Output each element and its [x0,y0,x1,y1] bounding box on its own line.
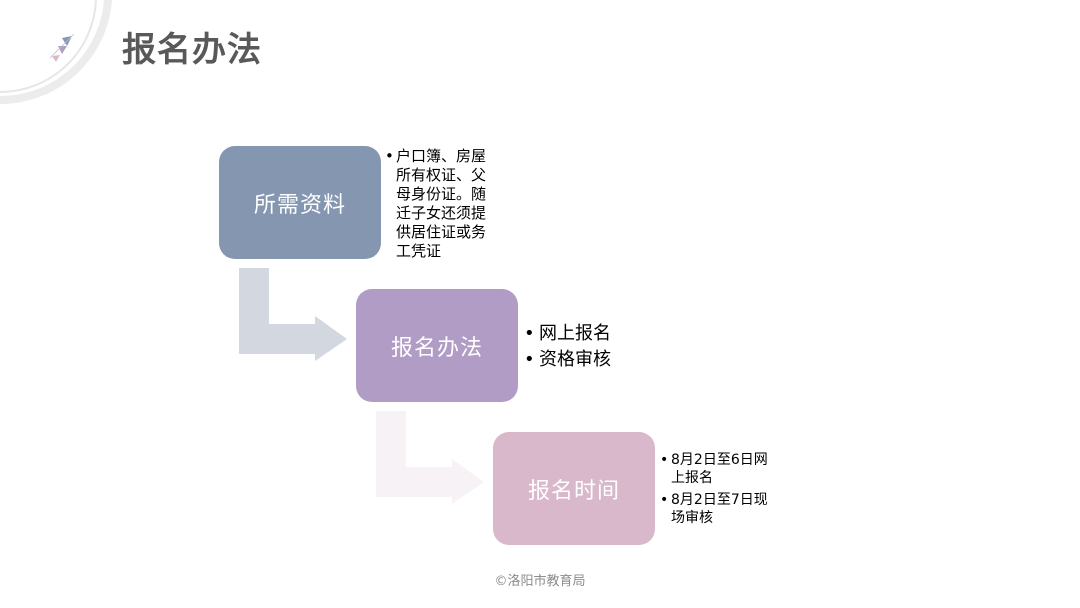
step-label: 报名办法 [390,335,483,361]
step-box-required-materials: 所需资料 [219,146,381,259]
bunting-flags-icon [49,33,75,62]
step-notes-registration-method: 网上报名 资格审核 [524,321,644,373]
note-item: 资格审核 [524,347,644,373]
step-notes-registration-time: 8月2日至6日网上报名 8月2日至7日现场审核 [660,451,770,531]
step-box-registration-method: 报名办法 [356,289,518,402]
step-notes-required-materials: 户口簿、房屋所有权证、父母身份证。随迁子女还须提供居住证或务工凭证 [385,147,495,261]
step-label: 报名时间 [527,478,620,504]
note-item: 8月2日至6日网上报名 [660,451,770,487]
step-label: 所需资料 [253,192,346,218]
corner-decoration [0,0,112,105]
footer-copyright: ©洛阳市教育局 [494,574,586,589]
note-item: 网上报名 [524,321,644,347]
note-item: 8月2日至7日现场审核 [660,491,770,527]
flow-arrow-2 [376,411,484,504]
note-item: 户口簿、房屋所有权证、父母身份证。随迁子女还须提供居住证或务工凭证 [385,147,495,261]
page-title: 报名办法 [122,30,262,70]
flow-arrow-1 [239,268,347,361]
step-box-registration-time: 报名时间 [493,432,655,545]
